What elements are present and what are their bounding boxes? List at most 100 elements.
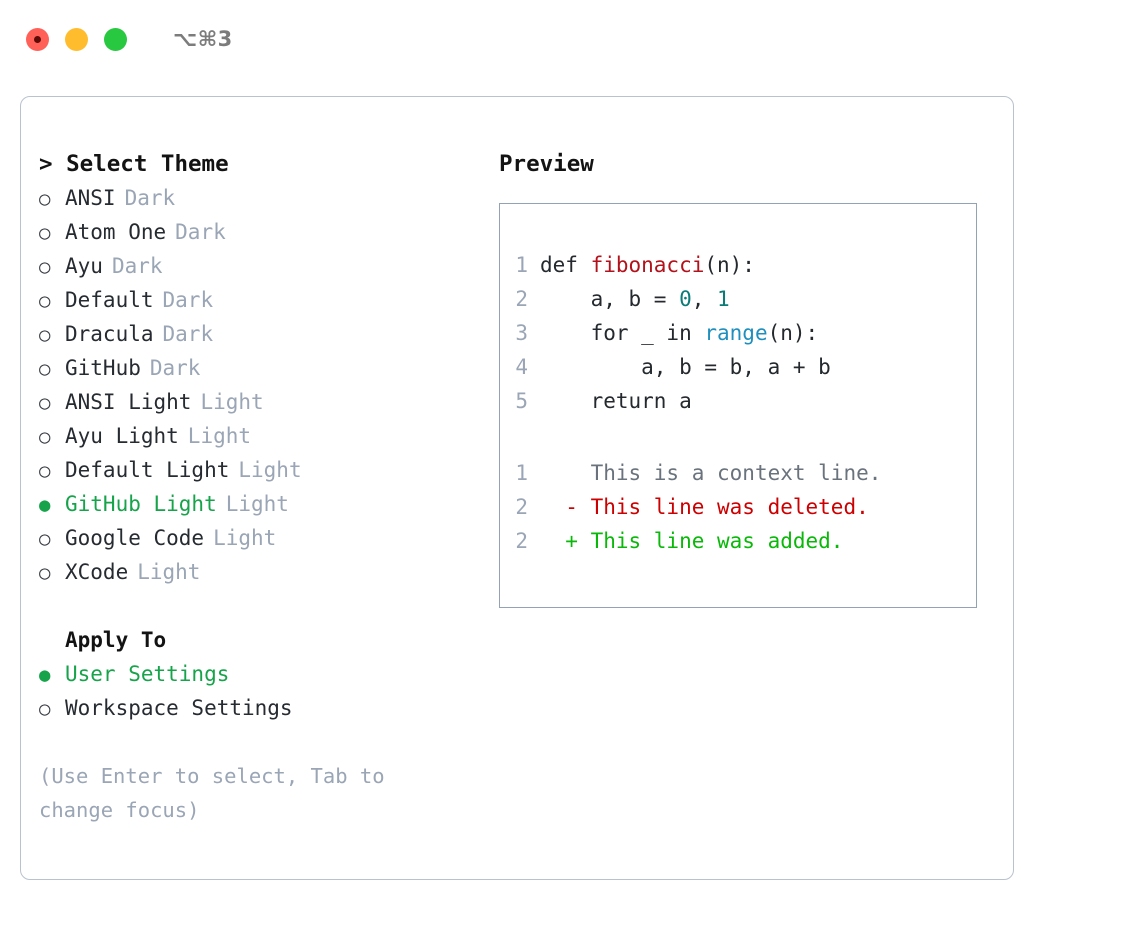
radio-unselected-icon[interactable]: ○ (39, 222, 51, 244)
theme-variant-tag: Light (137, 560, 201, 584)
code-token: return a (540, 389, 692, 413)
zoom-button[interactable] (104, 27, 127, 51)
theme-option-label: XCode (65, 560, 129, 584)
apply-to-heading: Apply To (65, 628, 167, 652)
diff-line-number: 2 (515, 529, 528, 553)
code-token: (n): (767, 321, 819, 345)
theme-option-row[interactable]: ○ Default Light Light (39, 453, 499, 487)
theme-option-row[interactable]: ○ Atom One Dark (39, 215, 499, 249)
diff-line-number: 1 (515, 461, 528, 485)
diff-sample: 1 This is a context line.2 - This line w… (500, 456, 976, 558)
radio-unselected-icon[interactable]: ○ (39, 256, 51, 278)
code-line-number: 2 (515, 287, 528, 311)
theme-option-row[interactable]: ○ Ayu Light Light (39, 419, 499, 453)
diff-marker: - (540, 495, 591, 519)
code-line-number: 5 (515, 389, 528, 413)
code-token: fibonacci (590, 253, 705, 277)
theme-option-label: Default Light (65, 458, 230, 482)
code-line: 2 a, b = 0, 1 (500, 282, 976, 316)
diff-line: 1 This is a context line. (500, 456, 976, 490)
theme-option-label: Dracula (65, 322, 154, 346)
theme-variant-tag: Dark (175, 220, 226, 244)
theme-option-row[interactable]: ○ ANSI Dark (39, 181, 499, 215)
apply-to-list[interactable]: ● User Settings ○ Workspace Settings (39, 657, 499, 725)
code-line: 3 for _ in range(n): (500, 316, 976, 350)
code-token: 1 (717, 287, 730, 311)
radio-unselected-icon[interactable]: ○ (39, 426, 51, 448)
title-bar: ⌥⌘3 (0, 0, 1140, 78)
theme-option-label: GitHub Light (65, 492, 217, 516)
keyboard-hint-text: (Use Enter to select, Tab to change focu… (39, 764, 397, 822)
code-token: 0 (679, 287, 692, 311)
theme-variant-tag: Dark (162, 322, 214, 346)
theme-option-row[interactable]: ○ XCode Light (39, 555, 499, 589)
theme-variant-tag: Dark (149, 356, 201, 380)
radio-selected-icon[interactable]: ● (39, 664, 51, 686)
diff-line-text: This line was added. (590, 529, 844, 553)
code-line-number: 4 (515, 355, 528, 379)
close-button[interactable] (26, 27, 49, 51)
code-line: 4 a, b = b, a + b (500, 350, 976, 384)
theme-variant-tag: Light (238, 458, 302, 482)
radio-unselected-icon[interactable]: ○ (39, 358, 51, 380)
radio-unselected-icon[interactable]: ○ (39, 290, 51, 312)
radio-unselected-icon[interactable]: ○ (39, 528, 51, 550)
theme-option-row[interactable]: ○ Default Dark (39, 283, 499, 317)
theme-option-label: Ayu (65, 254, 103, 278)
list-spacer (39, 589, 499, 623)
theme-option-label: Ayu Light (65, 424, 179, 448)
code-diff-spacer (500, 418, 976, 456)
theme-option-label: ANSI Light (65, 390, 192, 414)
theme-variant-tag: Dark (124, 186, 176, 210)
theme-option-row[interactable]: ○ Ayu Dark (39, 249, 499, 283)
theme-option-label: GitHub (65, 356, 141, 380)
code-token: for _ in (540, 321, 705, 345)
theme-option-row[interactable]: ● GitHub Light Light (39, 487, 499, 521)
code-token: , (691, 287, 718, 311)
diff-marker: + (540, 529, 591, 553)
radio-selected-icon[interactable]: ● (39, 494, 51, 516)
code-line-number: 3 (515, 321, 528, 345)
radio-unselected-icon[interactable]: ○ (39, 324, 51, 346)
apply-to-option-label: Workspace Settings (65, 696, 293, 720)
apply-to-option-row[interactable]: ● User Settings (39, 657, 499, 691)
diff-marker (540, 456, 591, 490)
diff-line-text: This line was deleted. (590, 495, 869, 519)
code-token: a, b = b, a + b (540, 355, 831, 379)
code-line-number: 1 (515, 253, 528, 277)
apply-to-option-label: User Settings (65, 662, 230, 686)
theme-option-label: Atom One (65, 220, 167, 244)
code-token: range (704, 321, 768, 345)
radio-unselected-icon[interactable]: ○ (39, 698, 51, 720)
theme-variant-tag: Light (225, 492, 289, 516)
radio-unselected-icon[interactable]: ○ (39, 562, 51, 584)
theme-variant-tag: Light (213, 526, 277, 550)
diff-line-text: This is a context line. (590, 461, 882, 485)
minimize-button[interactable] (65, 27, 88, 51)
code-line: 5 return a (500, 384, 976, 418)
radio-unselected-icon[interactable]: ○ (39, 188, 51, 210)
theme-variant-tag: Light (187, 424, 252, 448)
theme-option-label: ANSI (65, 186, 116, 210)
keyboard-shortcut-label: ⌥⌘3 (173, 27, 233, 51)
preview-heading: Preview (499, 151, 594, 177)
theme-option-label: Default (65, 288, 154, 312)
theme-option-row[interactable]: ○ Dracula Dark (39, 317, 499, 351)
diff-line: 2 - This line was deleted. (500, 490, 976, 524)
theme-variant-tag: Dark (162, 288, 214, 312)
radio-unselected-icon[interactable]: ○ (39, 460, 51, 482)
theme-variant-tag: Dark (111, 254, 163, 278)
apply-to-option-row[interactable]: ○ Workspace Settings (39, 691, 499, 725)
radio-unselected-icon[interactable]: ○ (39, 392, 51, 414)
theme-option-row[interactable]: ○ GitHub Dark (39, 351, 499, 385)
